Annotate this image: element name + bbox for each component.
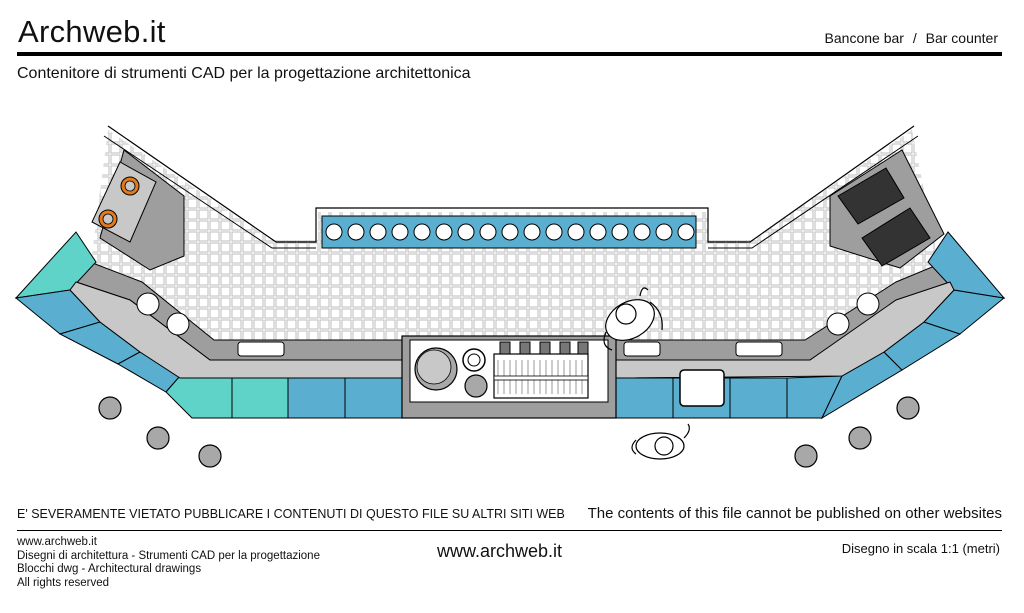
- notice-english: The contents of this file cannot be publ…: [587, 505, 1002, 522]
- logo: Archweb.it: [18, 14, 166, 49]
- customer-figure: [631, 423, 690, 460]
- scale-note: Disegno in scala 1:1 (metri): [841, 541, 1000, 556]
- footer-rule: [17, 530, 1002, 531]
- header-rule: [17, 52, 1002, 56]
- counter-front-right: [615, 231, 1006, 420]
- ice-bin: [679, 369, 725, 407]
- bartender-figure: [603, 287, 663, 351]
- stool-icon: [98, 396, 920, 468]
- title-italian: Bancone bar: [824, 30, 904, 46]
- site-link[interactable]: www.archweb.it: [437, 541, 563, 561]
- title-english: Bar counter: [925, 30, 998, 46]
- footer-line-blocks: Blocchi dwg - Architectural drawings: [17, 563, 202, 575]
- bar-counter-plan: [14, 125, 1006, 468]
- glass-row: [325, 223, 695, 241]
- portafilter-icon: [499, 341, 589, 355]
- drawing-title: Bancone bar / Bar counter: [825, 30, 998, 46]
- counter-top-right: [615, 281, 955, 379]
- footer-website-link[interactable]: www.archweb.it: [17, 536, 97, 548]
- burner-icon: [98, 176, 140, 229]
- title-separator: /: [912, 30, 917, 46]
- back-wall: [107, 125, 915, 243]
- footer-line-rights: All rights reserved: [17, 577, 110, 589]
- notice-italian: E' SEVERAMENTE VIETATO PUBBLICARE I CONT…: [17, 507, 565, 521]
- subtitle: Contenitore di strumenti CAD per la prog…: [17, 65, 471, 82]
- back-wall-inner: [103, 135, 316, 249]
- footer-line-drawings: Disegni di architettura - Strumenti CAD …: [17, 550, 320, 562]
- griddle-icon: [837, 167, 931, 267]
- sink-icon: [136, 292, 880, 357]
